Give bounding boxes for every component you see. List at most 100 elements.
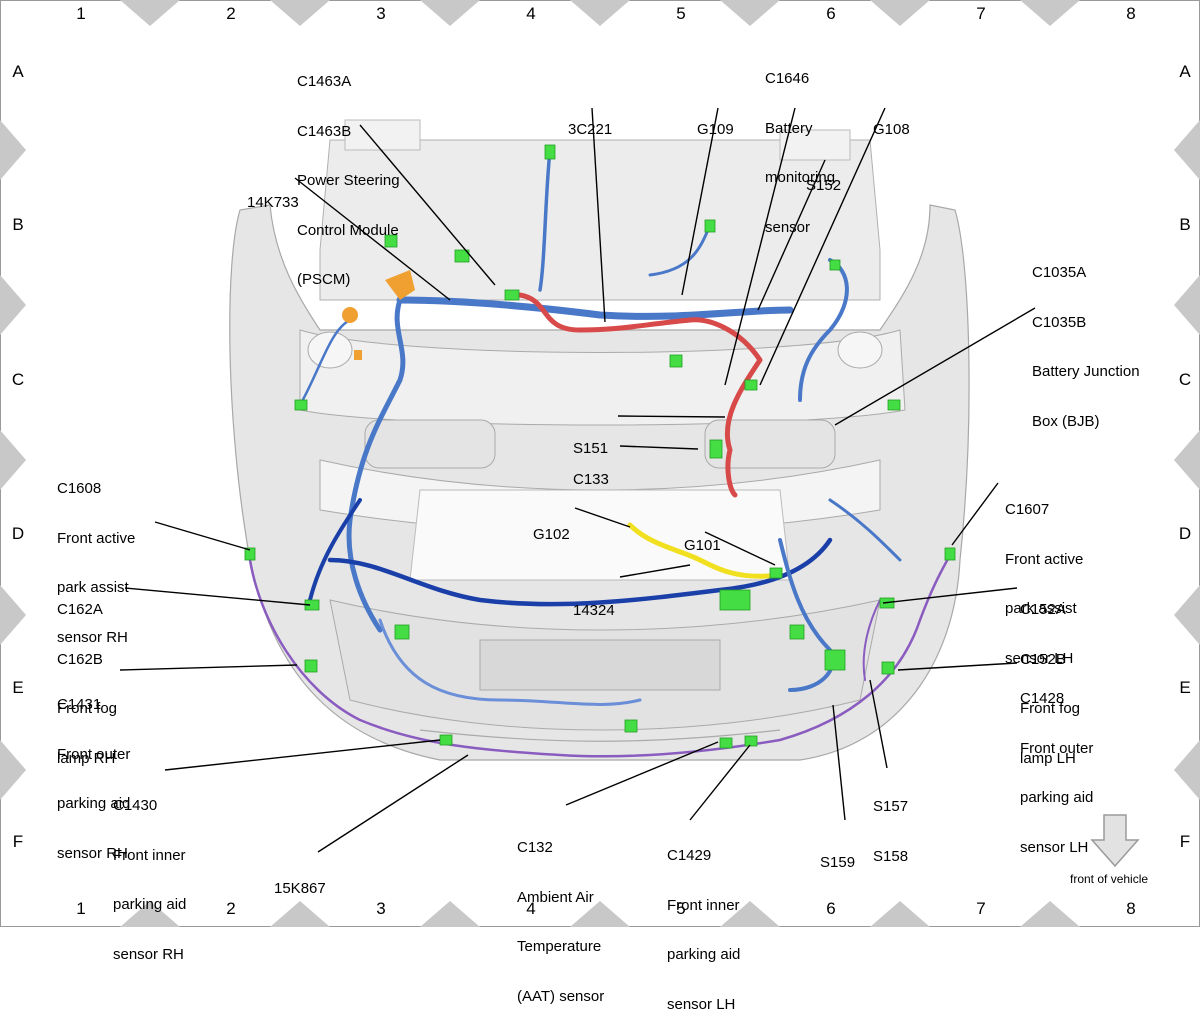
callout-line: 15K867: [274, 880, 326, 897]
callout-line: Battery Junction: [1032, 363, 1140, 380]
callout-c1430: C1430 Front inner parking aid sensor RH: [113, 765, 186, 980]
callout-line: Battery: [765, 119, 813, 137]
col-label-8: 8: [1126, 4, 1136, 23]
callout-line: C1429: [667, 847, 712, 864]
callout-14324: 14324: [573, 570, 615, 636]
callout-c1035-bjb: C1035A C1035B Battery Junction Box (BJB): [1032, 232, 1140, 447]
callout-line: S151: [573, 440, 609, 457]
callout-g102: G102: [533, 494, 570, 560]
col-label-8-bottom: 8: [1126, 899, 1136, 918]
callout-line: lamp RH: [57, 749, 116, 767]
callout-c1429: C1429 Front inner parking aid sensor LH: [667, 815, 740, 1030]
col-label-1-bottom: 1: [76, 899, 86, 918]
callout-line: Front active: [57, 529, 136, 547]
callout-line: G102: [533, 526, 570, 543]
row-label-a: A: [12, 62, 24, 81]
callout-line: Front active: [1005, 550, 1084, 568]
callout-line: parking aid: [113, 896, 187, 913]
callout-line: S157: [873, 798, 909, 815]
callout-line: sensor RH: [57, 628, 128, 646]
callout-line: C1646: [765, 70, 810, 87]
callout-c1463-pscm: C1463A C1463B Power Steering Control Mod…: [297, 41, 400, 305]
callout-s159: S159: [820, 822, 855, 888]
col-label-4: 4: [526, 4, 536, 23]
connectors: [244, 144, 956, 749]
callout-c133: C133: [573, 439, 609, 505]
callout-c162-fog-rh: C162A C162B Front fog lamp RH: [57, 569, 117, 784]
callout-line: 14324: [573, 602, 615, 619]
callout-line: monitoring: [765, 169, 836, 186]
row-label-e: E: [12, 678, 24, 697]
callout-line: C1607: [1005, 501, 1050, 518]
row-label-a-right: A: [1179, 62, 1191, 81]
callout-line: sensor LH: [1020, 838, 1089, 856]
callout-15k867: 15K867: [274, 848, 326, 914]
red-harness: [517, 292, 763, 498]
callout-line: Ambient Air: [517, 888, 594, 906]
callout-line: C133: [573, 471, 609, 488]
callout-line: C1431: [57, 696, 102, 713]
orange-components: [342, 270, 415, 360]
row-label-c: C: [11, 370, 25, 389]
row-label-b-right: B: [1179, 215, 1191, 234]
callout-line: G109: [697, 121, 734, 138]
callout-line: parking aid: [1020, 789, 1094, 806]
callout-line: C1430: [113, 797, 158, 814]
callout-3c221: 3C221: [568, 89, 612, 155]
callout-line: C1463B: [297, 122, 352, 140]
callout-line: Temperature: [517, 938, 602, 955]
callout-g108: G108: [873, 89, 910, 155]
callout-c1428: C1428 Front outer parking aid sensor LH: [1020, 658, 1093, 873]
callout-line: Front outer: [57, 745, 131, 763]
callout-s157-s158: S157 S158: [873, 766, 908, 882]
col-label-1: 1: [76, 4, 86, 23]
callout-c1608: C1608 Front active park assist sensor RH: [57, 448, 135, 663]
callout-line: C1035A: [1032, 264, 1087, 281]
leader-lines: [119, 107, 1036, 853]
callout-line: sensor RH: [113, 945, 184, 963]
top-grid-markers: [120, 0, 1080, 26]
col-label-7: 7: [976, 4, 986, 23]
callout-line: G101: [684, 537, 721, 554]
callout-line: Power Steering: [297, 172, 400, 189]
callout-line: S152: [806, 177, 842, 194]
row-label-f: F: [12, 832, 24, 851]
callout-line: 3C221: [568, 121, 613, 138]
left-grid-markers: [0, 120, 26, 800]
callout-line: Front outer: [1020, 739, 1094, 757]
main-harness-upper: [396, 296, 794, 320]
col-label-7-bottom: 7: [976, 899, 986, 918]
col-label-6-bottom: 6: [826, 899, 836, 918]
callout-line: sensor RH: [57, 844, 128, 862]
wiring-diagram: [0, 0, 1200, 927]
callout-s152: S152: [806, 145, 841, 211]
front-of-vehicle-caption: front of vehicle: [1070, 872, 1149, 886]
callout-line: park assist: [1005, 600, 1077, 617]
callout-c152-fog-lh: C152A C152B Front fog lamp LH: [1020, 569, 1080, 784]
callout-line: park assist: [57, 579, 129, 596]
callout-line: sensor: [765, 218, 811, 236]
callout-g109: G109: [697, 89, 734, 155]
callout-line: C1428: [1020, 690, 1065, 707]
callout-line: Front inner: [113, 846, 186, 864]
callout-line: C152B: [1020, 650, 1066, 668]
callout-line: C162B: [57, 650, 103, 668]
col-label-4-bottom: 4: [526, 899, 536, 918]
callout-c132-aat: C132 Ambient Air Temperature (AAT) senso…: [517, 807, 604, 1022]
callout-c1646-battery-sensor: C1646 Battery monitoring sensor: [765, 38, 835, 253]
callout-line: sensor LH: [1005, 649, 1074, 667]
callout-line: sensor LH: [667, 995, 736, 1013]
callout-14k733: 14K733: [247, 162, 299, 228]
callout-s151: S151: [573, 408, 608, 474]
row-label-d: D: [11, 524, 25, 543]
callout-line: C1035B: [1032, 313, 1087, 331]
callout-line: 14K733: [247, 194, 299, 211]
row-label-b: B: [12, 215, 24, 234]
front-arrow-icon: [1090, 814, 1140, 868]
right-grid-markers: [1174, 120, 1200, 800]
row-label-c-right: C: [1178, 370, 1192, 389]
callout-line: (PSCM): [297, 271, 351, 288]
col-label-3: 3: [376, 4, 386, 23]
col-label-2-bottom: 2: [226, 899, 236, 918]
callout-g101: G101: [684, 505, 721, 571]
